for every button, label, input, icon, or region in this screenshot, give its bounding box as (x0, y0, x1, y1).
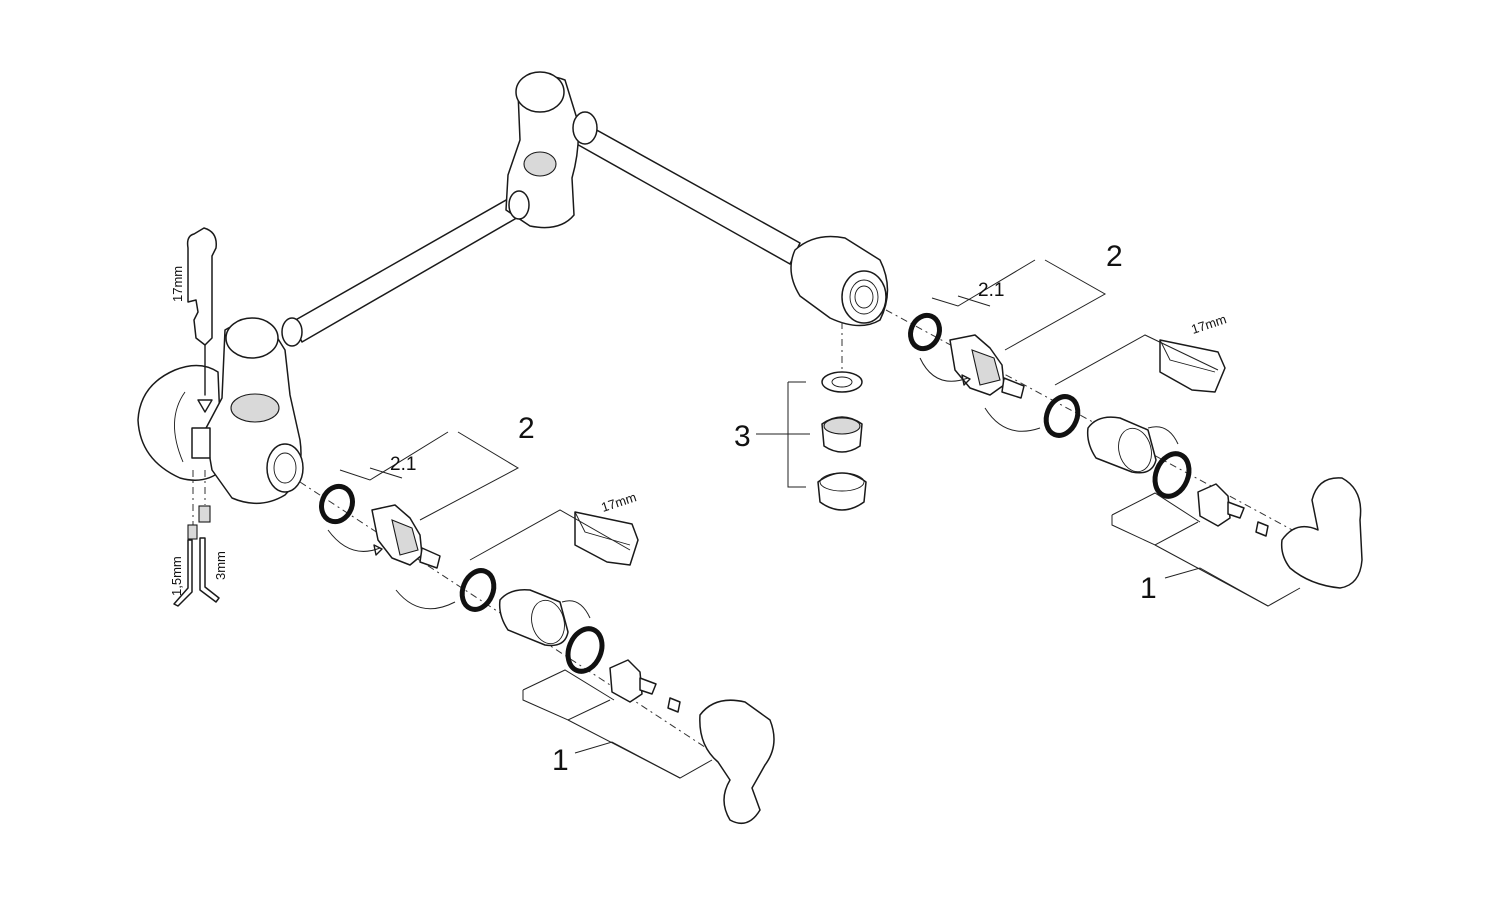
wall-elbow-ring (230, 393, 280, 423)
right-o-ring-3 (1152, 451, 1192, 499)
left-hex-socket-label: 17mm (599, 489, 638, 514)
left-lever-handle (699, 699, 775, 825)
right-cartridge-spindle (1001, 377, 1025, 399)
right-o-ring-2 (1043, 394, 1081, 438)
left-callout-1: 1 (552, 744, 569, 777)
hex-key-small-label: 1,5mm (169, 556, 184, 596)
aerator-housing (817, 472, 867, 511)
left-handle-screw (667, 697, 681, 713)
upper-elbow-joint (572, 111, 598, 145)
upper-elbow-ring (523, 151, 557, 177)
right-hex-socket-label: 17mm (1189, 311, 1228, 336)
right-callouts: 2 2.1 1 (931, 240, 1301, 607)
left-spline-adapter (609, 659, 643, 703)
right-o-ring-1 (908, 312, 942, 352)
right-callout-2: 2 (1106, 240, 1123, 273)
right-valve-group: 17mm (885, 309, 1363, 589)
left-o-ring-1 (319, 483, 355, 525)
wall-mount-assembly (137, 317, 304, 504)
spout-thread (849, 279, 879, 315)
left-o-ring-2 (459, 568, 497, 612)
wrench-17mm-label: 17mm (170, 266, 185, 302)
hex-key-3mm-icon (199, 537, 220, 603)
wrench-17mm-icon (186, 227, 217, 346)
hex-key-large-label: 3mm (213, 551, 228, 580)
right-callout-1: 1 (1140, 572, 1157, 605)
right-bonnet-nut (1086, 416, 1157, 474)
hex-key-1-5mm-icon (173, 539, 193, 607)
spout-outlet (841, 270, 887, 324)
left-callouts: 2 2.1 1 (339, 412, 713, 779)
right-spline-adapter (1197, 483, 1231, 527)
swing-arm-assembly (291, 71, 889, 343)
left-callout-2-1: 2.1 (390, 454, 416, 475)
lower-arm-tube (291, 194, 528, 343)
wall-elbow-cap (225, 317, 279, 359)
left-o-ring-3 (565, 626, 605, 674)
right-handle-screw (1255, 521, 1269, 537)
right-lever-handle (1280, 477, 1363, 589)
grub-screw-large (198, 505, 211, 523)
aerator-washer (821, 371, 863, 393)
left-callout-2: 2 (518, 412, 535, 445)
grub-screw-small (187, 524, 198, 540)
aerator-callout-3: 3 (734, 420, 751, 453)
left-cartridge-spindle (419, 547, 441, 569)
upper-elbow-lower-joint (508, 190, 530, 220)
hex-key-set: 1,5mm 3mm (169, 470, 228, 607)
left-valve-group: 17mm (299, 481, 775, 825)
wall-elbow-joint (281, 317, 303, 347)
upper-arm-tube (565, 117, 801, 265)
upper-elbow-cap (515, 71, 565, 113)
right-callout-2-1: 2.1 (978, 280, 1004, 301)
aerator-group: 3 (734, 322, 867, 511)
left-bonnet-nut (498, 588, 569, 647)
wall-set-screw-boss (191, 427, 211, 459)
wrench-17mm-tool: 17mm (170, 227, 217, 413)
wall-elbow-outlet (266, 443, 304, 493)
